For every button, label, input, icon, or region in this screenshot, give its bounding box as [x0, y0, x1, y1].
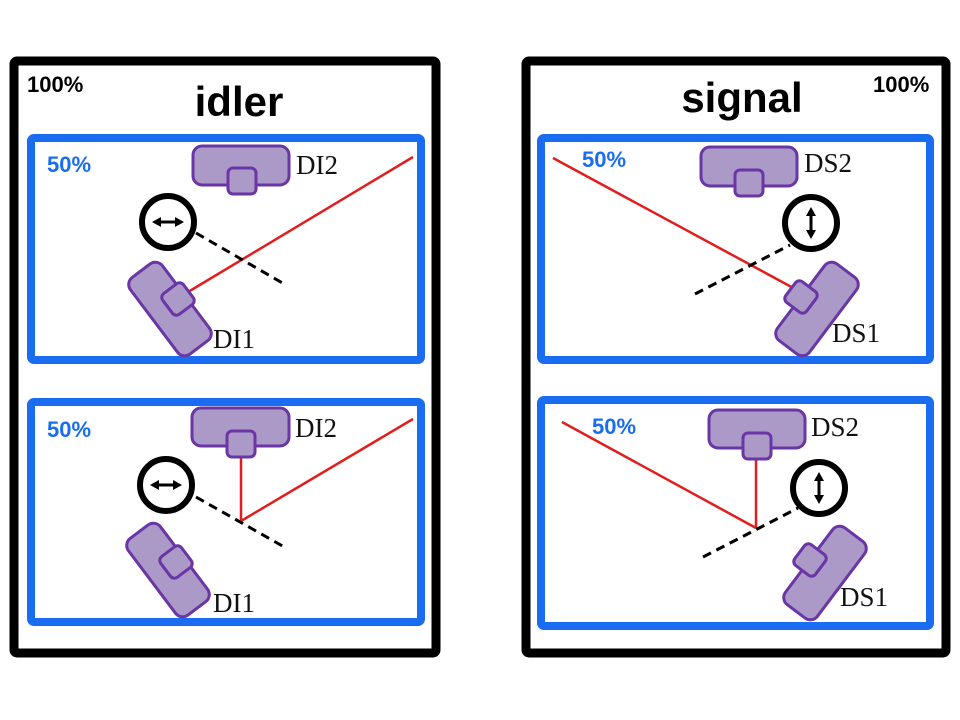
signal-1-beam — [552, 156, 798, 292]
arrow-head-left — [150, 480, 159, 490]
idler-2-polarizer — [137, 456, 195, 514]
idler-2-beam-in — [240, 417, 414, 523]
idler-1-polarizer — [139, 193, 197, 251]
signal-title: signal — [681, 74, 802, 121]
signal-panel: 100% signal 50% DS2 — [521, 56, 951, 658]
idler-1-label-top: DI2 — [296, 150, 338, 180]
signal-1-label-top: DS2 — [804, 148, 852, 178]
signal-outer-percent: 100% — [873, 72, 929, 97]
signal-subpanel-2: 50% DS2 DS1 — [537, 396, 934, 630]
idler-2-detector-top — [190, 406, 291, 459]
arrow-head-up — [814, 472, 824, 481]
signal-2-label-bottom: DS1 — [840, 582, 888, 612]
arrow-head-up — [806, 207, 816, 216]
arrow-head-down — [814, 495, 824, 504]
signal-2-polarizer — [790, 459, 848, 517]
signal-1-polarizer — [782, 194, 840, 252]
idler-subpanel-2-percent: 50% — [47, 417, 91, 442]
signal-1-detector-bottom-window — [783, 279, 819, 315]
arrow-head-right — [175, 217, 184, 227]
signal-1-beamsplitter — [694, 243, 791, 296]
signal-subpanel-2-percent: 50% — [592, 414, 636, 439]
idler-subpanel-2: 50% DI2 DI1 — [27, 398, 425, 626]
idler-title: idler — [195, 78, 284, 125]
idler-panel: 100% idler 50% DI2 DI1 — [9, 56, 441, 658]
signal-2-label-top: DS2 — [811, 412, 859, 442]
signal-2-beam-in — [561, 420, 757, 530]
idler-2-detector-bottom-window — [158, 544, 194, 580]
idler-subpanel-1: 50% DI2 DI1 — [27, 134, 425, 364]
signal-subpanel-1: 50% DS2 DS1 — [537, 134, 934, 364]
signal-1-detector-top — [699, 145, 799, 198]
signal-2-detector-top — [707, 408, 807, 461]
arrow-head-right — [173, 480, 182, 490]
signal-2-beamsplitter — [702, 506, 799, 559]
signal-1-label-bottom: DS1 — [832, 318, 880, 348]
idler-1-beamsplitter — [195, 231, 287, 287]
idler-1-detector-top — [191, 144, 291, 196]
idler-2-label-top: DI2 — [295, 413, 337, 443]
idler-1-beam — [187, 155, 414, 294]
idler-subpanel-1-percent: 50% — [47, 152, 91, 177]
idler-outer-percent: 100% — [27, 72, 83, 97]
idler-2-label-bottom: DI1 — [213, 588, 255, 618]
signal-subpanel-1-percent: 50% — [582, 147, 626, 172]
arrow-head-down — [806, 230, 816, 239]
signal-2-detector-bottom-window — [792, 542, 828, 578]
idler-1-label-bottom: DI1 — [213, 324, 255, 354]
arrow-head-left — [152, 217, 161, 227]
idler-2-beamsplitter — [195, 495, 287, 550]
idler-1-detector-bottom-window — [160, 281, 196, 317]
idler-subpanel-2-frame — [27, 398, 425, 626]
